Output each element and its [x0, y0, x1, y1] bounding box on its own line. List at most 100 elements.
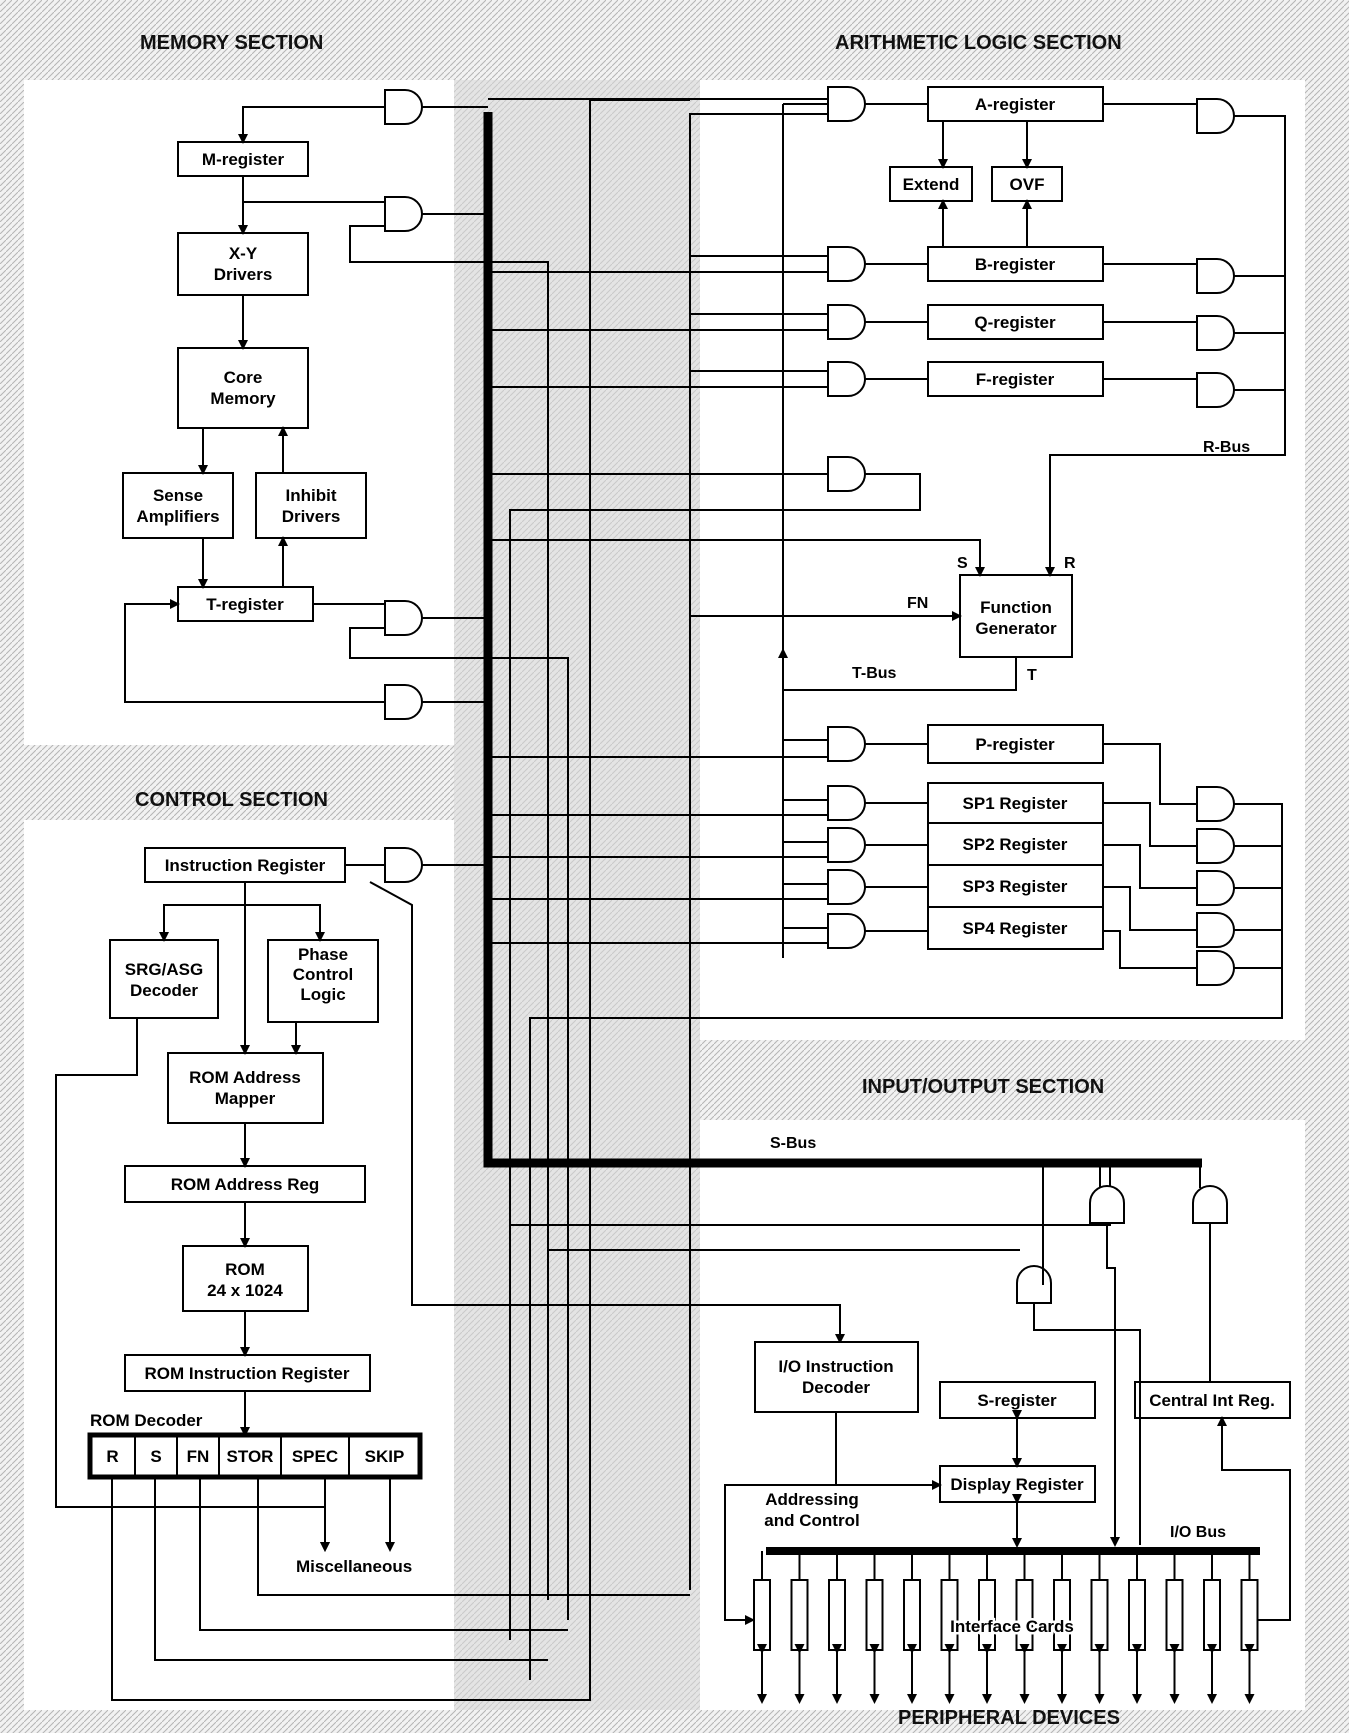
- sp2-register-box: [927, 822, 1104, 866]
- interface-card: [790, 1579, 809, 1651]
- b-register-label: B-register: [975, 255, 1056, 274]
- a-register-label: A-register: [975, 95, 1056, 114]
- rom-decoder-title: ROM Decoder: [90, 1411, 203, 1430]
- sp4-register-box: [927, 906, 1104, 950]
- rom-address-mapper-label-1: ROM Address: [189, 1068, 301, 1087]
- s-register-label: S-register: [977, 1391, 1057, 1410]
- rom-instruction-register-label: ROM Instruction Register: [145, 1364, 350, 1383]
- wire-stor-field: [257, 1477, 690, 1596]
- control-section-title: CONTROL SECTION: [135, 789, 328, 811]
- sp1-register-label: SP1 Register: [963, 794, 1068, 813]
- alu-section-title: ARITHMETIC LOGIC SECTION: [835, 32, 1122, 54]
- decoder-field-r: R: [106, 1447, 118, 1466]
- wire-s-input: [488, 539, 985, 577]
- decoder-field-s: S: [150, 1447, 161, 1466]
- xy-drivers-label-2: Drivers: [214, 265, 273, 284]
- gate-f-in: [827, 361, 866, 397]
- sp1-register-box: [927, 782, 1104, 824]
- wire-ir-phase: [245, 904, 325, 942]
- central-int-reg-label: Central Int Reg.: [1149, 1391, 1275, 1410]
- xy-drivers-label-1: X-Y: [229, 244, 258, 263]
- gate-f-out: [1196, 372, 1235, 408]
- wire-t-in: [124, 599, 385, 703]
- rom-label-1: ROM: [225, 1260, 265, 1279]
- gate-sp3-in: [827, 869, 866, 905]
- r-bus: [1045, 115, 1286, 577]
- rom-address-mapper-box: [167, 1052, 324, 1124]
- miscellaneous-label: Miscellaneous: [296, 1557, 412, 1576]
- core-memory-label-1: Core: [224, 368, 263, 387]
- gate-sp4-in: [827, 913, 866, 949]
- gate-m-out: [384, 196, 423, 232]
- wire-ir-srg: [159, 904, 245, 942]
- t-bus: [778, 648, 1017, 691]
- interface-card: [1203, 1579, 1221, 1651]
- q-register-label: Q-register: [974, 313, 1056, 332]
- rom-address-reg-label: ROM Address Reg: [171, 1175, 320, 1194]
- gate-b-out: [1196, 258, 1235, 294]
- gate-io-3: [1016, 1265, 1052, 1304]
- gate-io-1: [1089, 1185, 1125, 1224]
- display-register-label: Display Register: [950, 1475, 1084, 1494]
- gate-sp4-out: [1196, 950, 1235, 986]
- interface-card: [1015, 1579, 1034, 1651]
- gate-q-out: [1196, 315, 1235, 351]
- instruction-register-box: [144, 847, 346, 883]
- wire-cards-central: [1217, 1416, 1291, 1621]
- wire-sp3-gate-out: [1103, 886, 1197, 931]
- rom-decoder-frame: [87, 1432, 423, 1480]
- gate-p-out: [1196, 786, 1235, 822]
- wire-addr-cards: [724, 1484, 836, 1625]
- fg-fn-label: FN: [907, 595, 928, 612]
- s-bus: [483, 112, 1202, 1168]
- phase-control-logic-label-1: Phase: [298, 945, 348, 964]
- phase-control-logic-label-3: Logic: [300, 985, 345, 1004]
- sp3-register-label: SP3 Register: [963, 877, 1068, 896]
- ovf-label: OVF: [1010, 175, 1045, 194]
- function-generator-label-1: Function: [980, 598, 1052, 617]
- fg-s-label: S: [957, 555, 968, 572]
- decoder-field-stor: STOR: [227, 1447, 274, 1466]
- wire-gate3-out: [1033, 1303, 1141, 1545]
- interface-card: [1053, 1579, 1071, 1651]
- core-memory-box: [177, 347, 309, 429]
- interface-card: [978, 1579, 996, 1651]
- wire-ir-io: [369, 881, 845, 1344]
- interface-card: [1090, 1579, 1109, 1651]
- sp2-register-label: SP2 Register: [963, 835, 1068, 854]
- wire-gate1-iobus: [1106, 1223, 1120, 1547]
- gate-sp1-out: [1196, 828, 1235, 864]
- function-generator-label-2: Generator: [975, 619, 1057, 638]
- gate-q-in: [827, 304, 866, 340]
- gate-bus-r: [827, 456, 866, 492]
- wire-m-in: [238, 106, 385, 144]
- gate-m-in: [384, 89, 423, 125]
- io-instruction-decoder-label-2: Decoder: [802, 1378, 870, 1397]
- wire-sp2-gate-out: [1103, 844, 1197, 889]
- decoder-field-spec: SPEC: [292, 1447, 338, 1466]
- fg-r-label: R: [1064, 555, 1076, 572]
- ctl-r-gate: [509, 473, 921, 1640]
- rbus-lower: [529, 803, 1283, 1680]
- wire-s-field: [154, 1477, 548, 1661]
- gate-b-in: [827, 246, 866, 282]
- addressing-label-2: and Control: [764, 1511, 859, 1530]
- wire-t-gate-ctl: [349, 627, 569, 1620]
- interface-cards: [753, 1551, 1259, 1704]
- io-bus-label: I/O Bus: [1170, 1524, 1226, 1541]
- gate-sp2-out: [1196, 870, 1235, 906]
- gate-a-in: [827, 86, 866, 122]
- s-bus-label: S-Bus: [770, 1135, 816, 1152]
- wire-sp1-gate-out: [1103, 802, 1197, 847]
- wire-sp4-gate-out: [1103, 930, 1197, 969]
- gate-sp1-in: [827, 785, 866, 821]
- extend-label: Extend: [903, 175, 960, 194]
- t-register-label: T-register: [206, 595, 284, 614]
- gate-t-in: [384, 684, 423, 720]
- phase-control-logic-box: [267, 939, 379, 1023]
- decoder-field-fn: FN: [187, 1447, 210, 1466]
- r-bus-label: R-Bus: [1203, 439, 1250, 456]
